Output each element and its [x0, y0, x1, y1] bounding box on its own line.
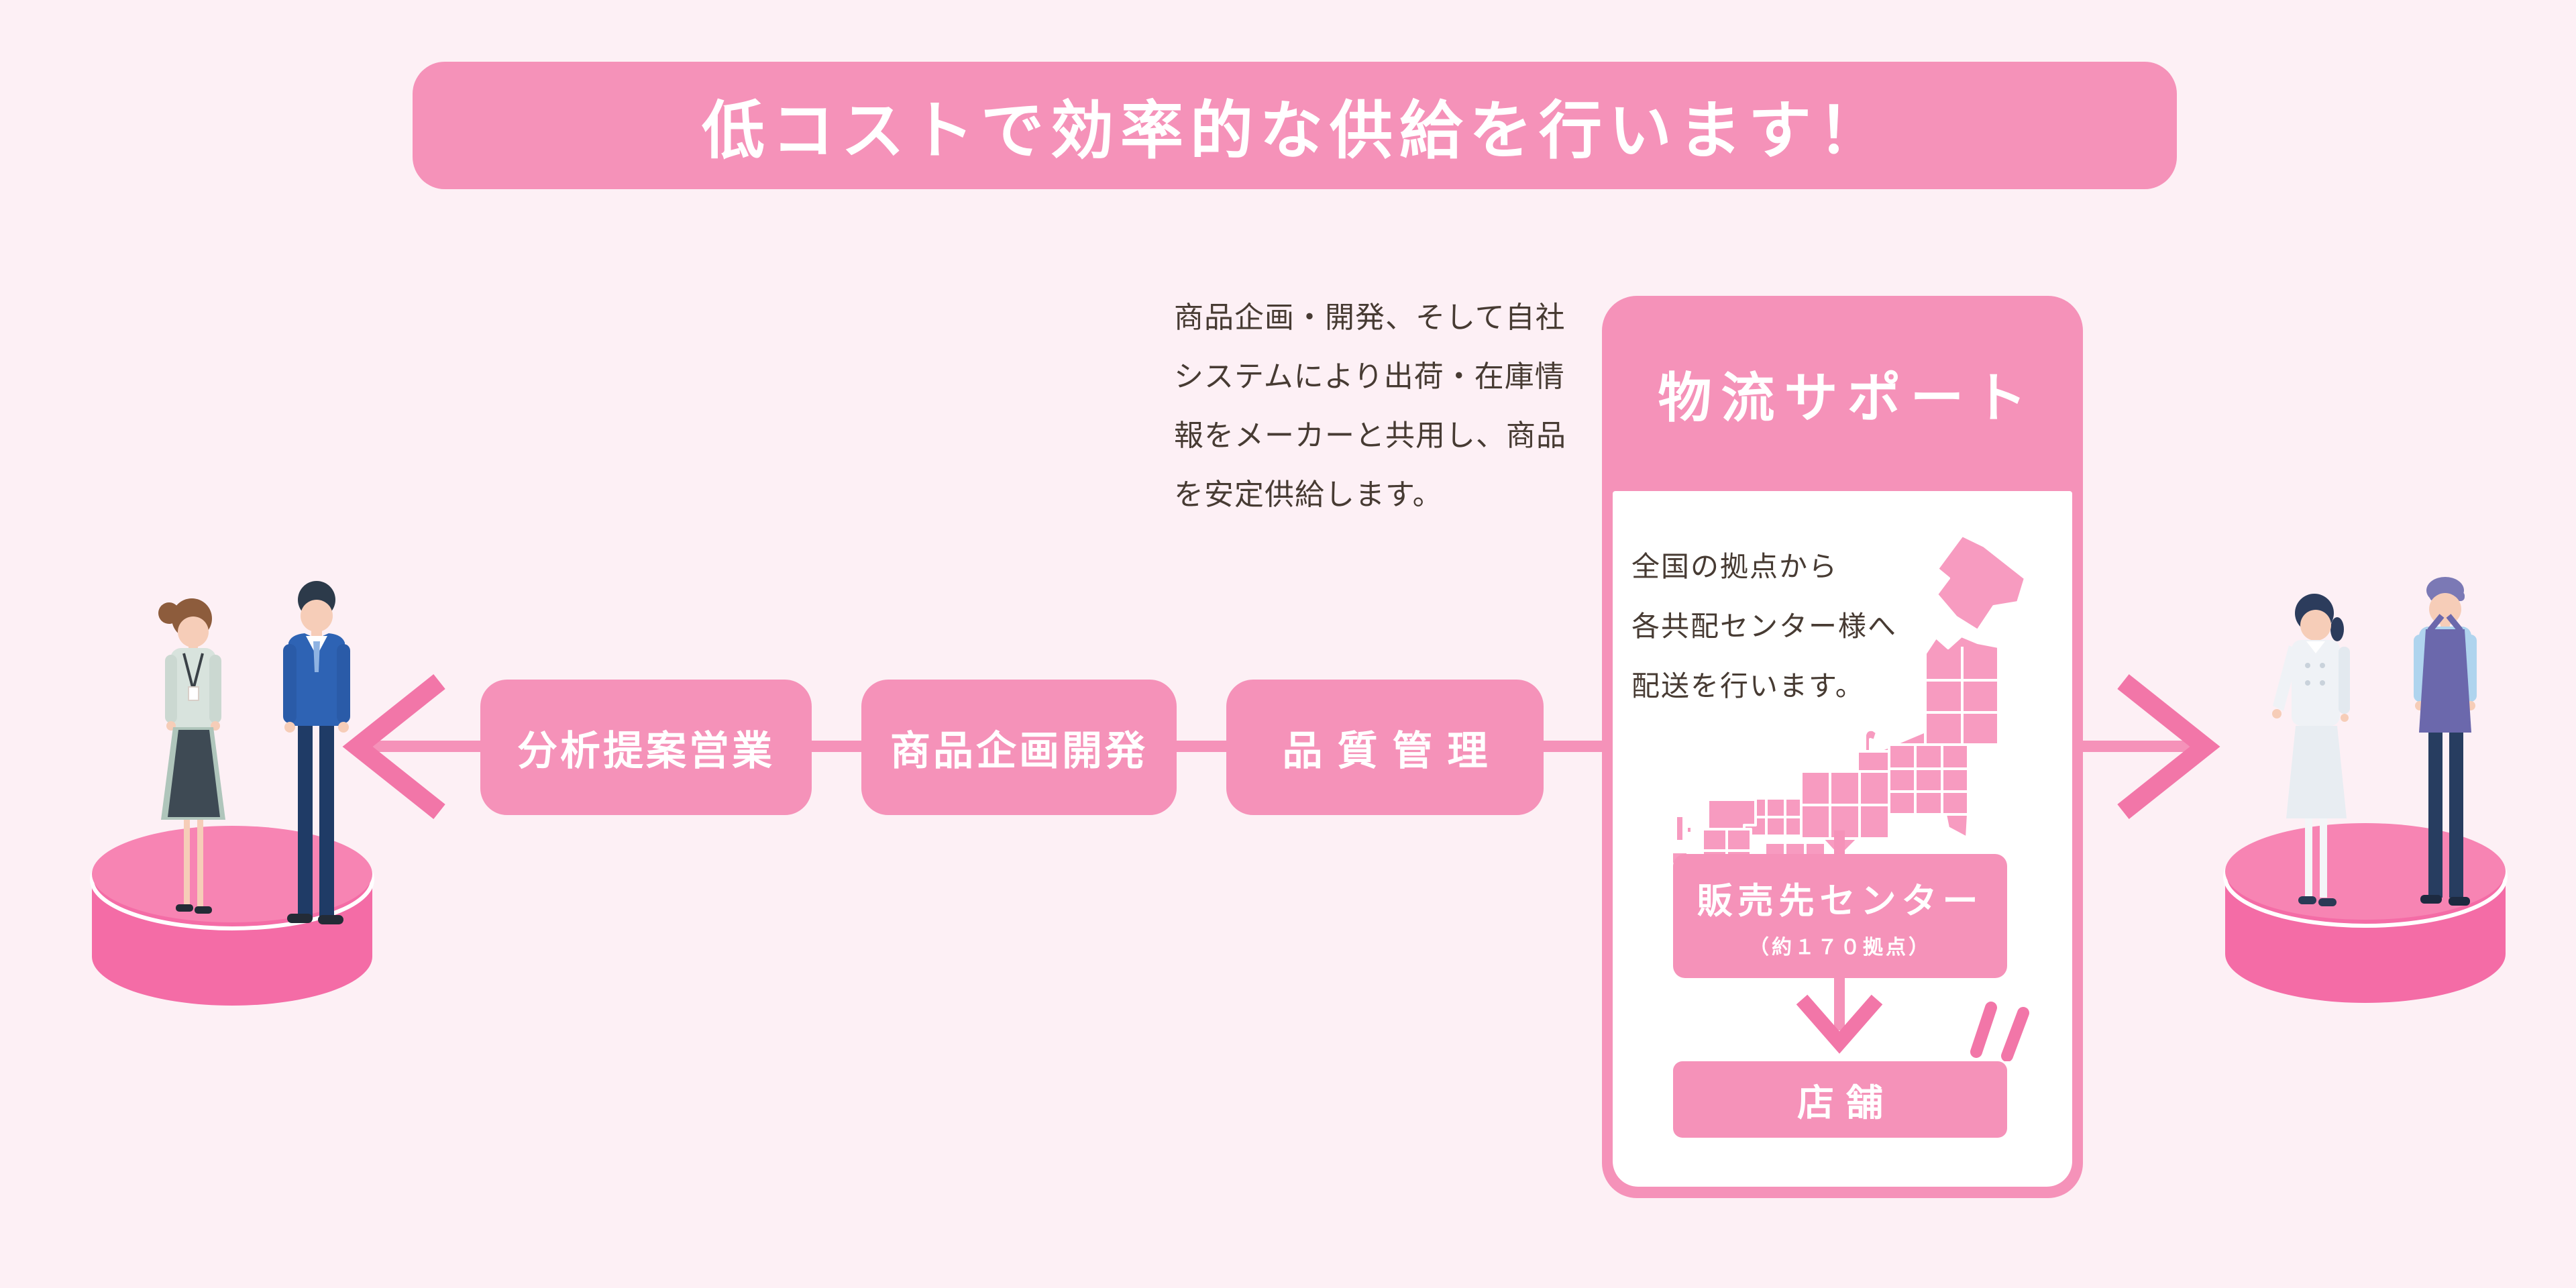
sales-center-title: 販売先センター	[1697, 880, 1984, 922]
description-line: 商品企画・開発、そして自社	[1174, 301, 1566, 335]
description-line: を安定供給します。	[1174, 478, 1443, 512]
logistics-card-title-text: 物流サポート	[1658, 366, 2037, 429]
store-staff-woman	[2272, 594, 2350, 906]
podium	[2223, 823, 2508, 1003]
description-line: システムにより出荷・在庫情	[1174, 360, 1565, 394]
map-caption-line: 配送を行います。	[1631, 669, 1865, 702]
store-box-label: 店舗	[1796, 1081, 1895, 1124]
map-caption-line: 各共配センター様へ	[1631, 610, 1898, 643]
flow-box-label: 分析提案営業	[517, 727, 775, 775]
flow-box-analysis-sales: 分析提案営業	[480, 680, 812, 815]
connector-line-sales-store	[1834, 978, 1845, 1030]
map-caption: 全国の拠点から 各共配センター様へ 配送を行います。	[1631, 537, 1897, 716]
store-staff-man	[2414, 577, 2477, 906]
flow-box-label: 商品企画開発	[890, 727, 1148, 775]
sales-center-box: 販売先センター （約１７０拠点）	[1673, 854, 2007, 978]
banner-title: 低コストで効率的な供給を行います！	[701, 95, 1888, 168]
sales-center-subtitle: （約１７０拠点）	[1749, 935, 1931, 959]
flow-line-right	[2080, 741, 2207, 752]
flow-box-quality-control: 品質管理	[1226, 680, 1544, 815]
emphasis-marks-icon	[1970, 1002, 2029, 1061]
map-caption-line: 全国の拠点から	[1631, 550, 1839, 583]
description-line: 報をメーカーと共用し、商品	[1174, 419, 1566, 453]
description-text: 商品企画・開発、そして自社 システムにより出荷・在庫情 報をメーカーと共用し、商…	[1174, 288, 1603, 525]
arrow-left-icon	[342, 674, 445, 819]
store-staff-on-podium	[2223, 577, 2508, 1003]
logistics-card-title: 物流サポート	[1602, 296, 2083, 491]
arrow-right-icon	[2117, 674, 2220, 819]
arrow-down-icon	[1796, 994, 1883, 1054]
flow-box-label: 品質管理	[1282, 727, 1503, 775]
flow-box-product-planning: 商品企画開発	[861, 680, 1177, 815]
business-man	[283, 581, 350, 924]
business-people-on-podium	[90, 581, 374, 1006]
store-box: 店舗	[1673, 1061, 2007, 1138]
banner: 低コストで効率的な供給を行います！	[413, 62, 2177, 189]
connector-line-map-sales	[1834, 830, 1845, 855]
business-woman	[158, 598, 225, 914]
japan-map	[1670, 534, 2027, 888]
